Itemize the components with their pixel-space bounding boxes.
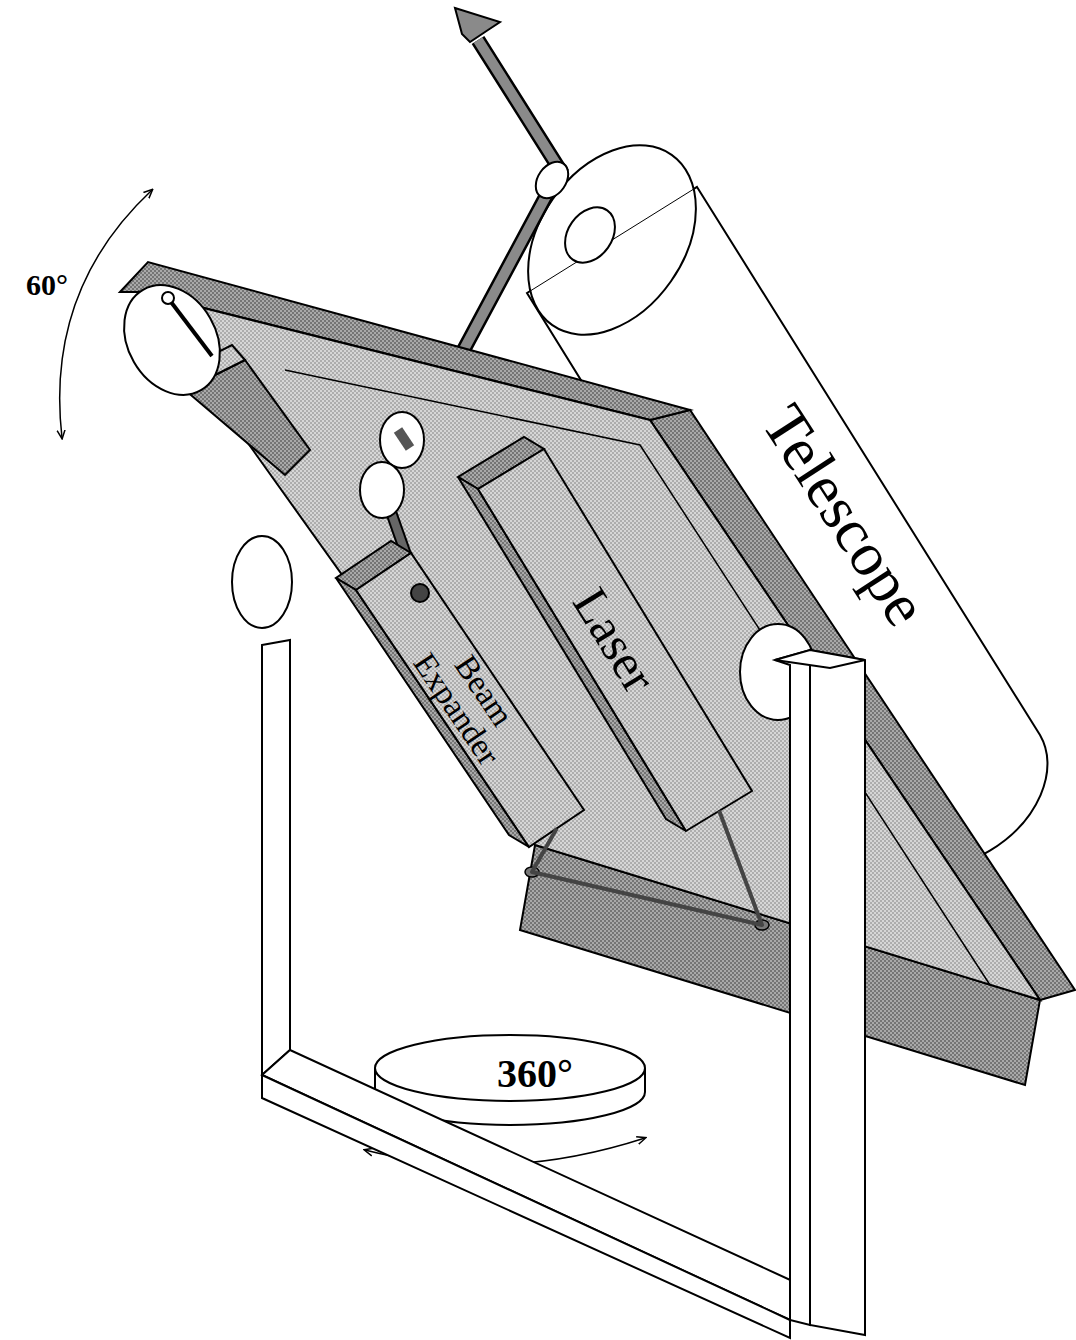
laser-box: Laser — [478, 449, 753, 831]
fork-post-side — [775, 650, 810, 1325]
node-label: Laser — [565, 580, 666, 701]
laser-face — [478, 449, 752, 831]
fork-post-top — [775, 650, 865, 668]
beam-expander-box: Beam Expander — [356, 553, 584, 847]
secondary-mirror — [555, 198, 625, 272]
fork-bar — [262, 1050, 812, 1320]
slab-hole — [380, 412, 424, 468]
fold-mirror — [360, 462, 404, 518]
beam-through-hole — [398, 430, 410, 448]
spider-vane — [612, 187, 697, 240]
dish-feed — [168, 298, 212, 356]
node-label: Telescope — [752, 395, 939, 636]
bearing — [232, 536, 292, 628]
slab-rim — [285, 370, 990, 985]
node-label: Beam Expander — [395, 611, 545, 789]
expander-port — [411, 584, 429, 602]
slab-top — [140, 292, 1040, 1000]
fork-post — [810, 650, 865, 1335]
receiver-dish — [105, 268, 239, 412]
angle-label: 60° — [26, 268, 68, 302]
dish-feed-tip — [162, 292, 174, 304]
beam-path — [532, 811, 762, 925]
base-disc-top — [375, 1035, 645, 1101]
fork-post — [262, 640, 290, 1075]
elevation-arrow — [60, 190, 152, 438]
turning-mirror — [525, 867, 539, 877]
beam-arrowhead — [455, 8, 500, 42]
fork-bar-side — [262, 1075, 790, 1338]
telescope-tube: Telescope — [678, 302, 1013, 728]
steering-mirror — [529, 156, 575, 205]
angle-label: 360° — [497, 1050, 573, 1097]
turning-mirror — [755, 920, 769, 930]
